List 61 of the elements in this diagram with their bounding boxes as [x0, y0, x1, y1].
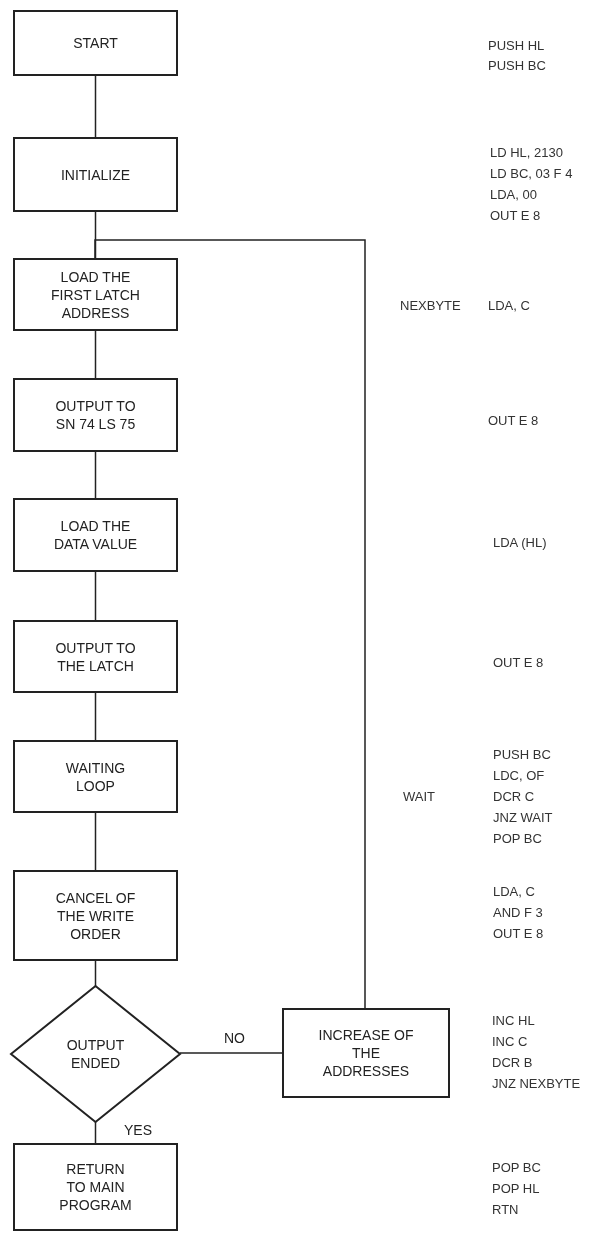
connector-line [94, 1121, 97, 1144]
connector-line [94, 451, 97, 499]
step-text: LOAD THE FIRST LATCH ADDRESS [50, 267, 141, 322]
code-line: POP BC [493, 831, 542, 846]
code-line: POP BC [492, 1160, 541, 1175]
code-label: NEXBYTE [400, 298, 461, 313]
connector-line [94, 239, 366, 1009]
code-line: OUT E 8 [490, 208, 541, 223]
process-box [13, 137, 178, 212]
code-line: INC HL [492, 1013, 535, 1028]
code-line: LDA, C [488, 298, 530, 313]
process-box [13, 620, 178, 693]
process-box [13, 378, 178, 452]
step-text: INCREASE OF THE ADDRESSES [317, 1026, 415, 1080]
process-box [13, 10, 178, 76]
step-text: START [73, 34, 118, 52]
code-line: LD BC, 03 F 4 [490, 166, 573, 181]
step-text: CANCEL OF THE WRITE ORDER [54, 888, 137, 943]
process-box [13, 740, 178, 813]
connector-line [94, 692, 97, 741]
process-box [282, 1008, 450, 1098]
process-box [13, 258, 178, 331]
code-line: RTN [492, 1202, 519, 1217]
code-line: PUSH HL [488, 38, 545, 53]
code-line: OUT E 8 [493, 926, 544, 941]
code-line: DCR B [492, 1055, 533, 1070]
code-line: LD HL, 2130 [490, 145, 563, 160]
connector-line [94, 75, 97, 138]
code-line: POP HL [492, 1181, 540, 1196]
step-text: OUTPUT ENDED [65, 1036, 126, 1072]
code-line: LDA, 00 [490, 187, 537, 202]
code-line: LDC, OF [493, 768, 545, 783]
code-line: JNZ WAIT [493, 810, 553, 825]
step-text: INITIALIZE [60, 165, 131, 184]
edge-label: YES [122, 1122, 154, 1138]
edge-label: NO [222, 1030, 247, 1046]
connector-line [94, 960, 97, 987]
process-box [13, 1143, 178, 1231]
code-line: JNZ NEXBYTE [492, 1076, 581, 1091]
process-box [13, 498, 178, 572]
code-line: OUT E 8 [493, 655, 544, 670]
code-line: OUT E 8 [488, 413, 539, 428]
process-box [13, 870, 178, 961]
code-line: PUSH BC [493, 747, 551, 762]
code-line: DCR C [493, 789, 535, 804]
decision-diamond [11, 986, 180, 1122]
code-line: AND F 3 [493, 905, 543, 920]
connector-line [179, 1052, 283, 1054]
code-label: WAIT [403, 789, 435, 804]
code-line: LDA, C [493, 884, 535, 899]
code-line: PUSH BC [488, 58, 546, 73]
connector-line [94, 812, 97, 871]
step-text: LOAD THE DATA VALUE [52, 517, 139, 553]
step-text: WAITING LOOP [64, 758, 127, 795]
connector-line [94, 571, 97, 621]
step-text: OUTPUT TO SN 74 LS 75 [54, 397, 137, 433]
step-text: RETURN TO MAIN PROGRAM [58, 1160, 133, 1214]
step-text: OUTPUT TO THE LATCH [54, 638, 137, 675]
code-line: INC C [492, 1034, 528, 1049]
connector-line [94, 330, 97, 379]
code-line: LDA (HL) [493, 535, 547, 550]
